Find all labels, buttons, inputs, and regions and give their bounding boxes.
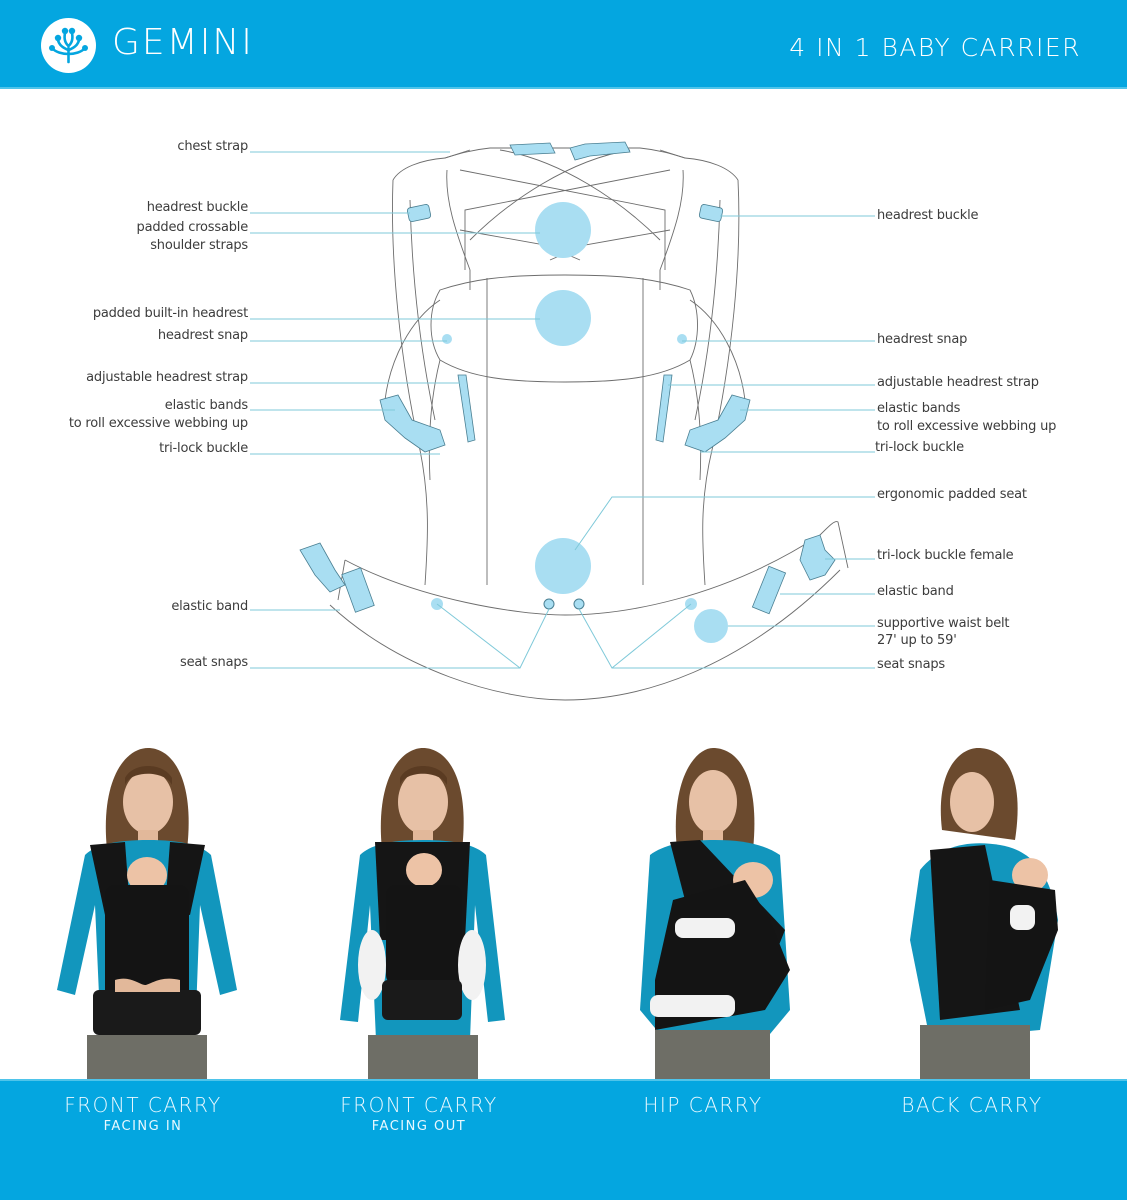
label-roll-webbing-right: to roll excessive webbing up: [877, 419, 1057, 434]
mode-title: FRONT CARRY: [340, 1093, 498, 1117]
mode-subtitle: FACING OUT: [371, 1119, 467, 1134]
mode-subtitle: FACING IN: [103, 1119, 183, 1134]
label-headrest-buckle-right: headrest buckle: [877, 208, 979, 223]
label-elastic-bands-left: elastic bands: [164, 398, 248, 413]
label-headrest-snap-right: headrest snap: [877, 332, 968, 347]
label-padded-crossable: padded crossable: [136, 220, 249, 235]
label-padded-headrest: padded built-in headrest: [92, 306, 248, 321]
mode-front-carry-facing-out: FRONT CARRY FACING OUT: [279, 1093, 559, 1134]
mode-title: BACK CARRY: [901, 1093, 1043, 1117]
mode-hip-carry: HIP CARRY: [563, 1093, 843, 1119]
mode-title: HIP CARRY: [643, 1093, 763, 1117]
carrier-line-drawing: [250, 141, 875, 701]
carrier-diagram: chest strap headrest buckle padded cross…: [0, 91, 1127, 731]
label-chest-strap: chest strap: [177, 139, 248, 154]
photo-hip-carry: [615, 740, 815, 1080]
carry-mode-photos: [0, 740, 1127, 1080]
label-elastic-band-right: elastic band: [877, 584, 954, 599]
gemini-logo: [41, 18, 96, 73]
label-headrest-buckle-left: headrest buckle: [146, 200, 248, 215]
product-subtitle: 4 IN 1 BABY CARRIER: [789, 33, 1081, 62]
label-elastic-bands-right: elastic bands: [877, 401, 961, 416]
header-banner: GEMINI 4 IN 1 BABY CARRIER: [0, 0, 1127, 89]
mode-back-carry: BACK CARRY: [832, 1093, 1112, 1119]
photo-front-carry-facing-in: [45, 740, 245, 1080]
label-seat-snaps-right: seat snaps: [877, 657, 945, 672]
label-tri-lock-buckle-right: tri-lock buckle: [875, 440, 964, 455]
label-adjustable-headrest-strap-right: adjustable headrest strap: [877, 375, 1039, 390]
label-headrest-snap-left: headrest snap: [157, 328, 248, 343]
photo-front-carry-facing-out: [320, 740, 520, 1080]
label-tri-lock-buckle-female: tri-lock buckle female: [877, 548, 1014, 563]
label-seat-snaps-left: seat snaps: [180, 655, 248, 670]
brand-name: GEMINI: [112, 22, 254, 63]
mode-title: FRONT CARRY: [64, 1093, 222, 1117]
label-supportive-waist-belt: supportive waist belt: [877, 616, 1010, 631]
label-waist-belt-size: 27' up to 59': [877, 633, 957, 648]
label-adjustable-headrest-strap-left: adjustable headrest strap: [86, 370, 248, 385]
label-elastic-band-left: elastic band: [171, 599, 248, 614]
photo-back-carry: [890, 740, 1090, 1080]
label-roll-webbing-left: to roll excessive webbing up: [68, 416, 248, 431]
label-shoulder-straps: shoulder straps: [150, 238, 248, 253]
label-ergonomic-padded-seat: ergonomic padded seat: [877, 487, 1027, 502]
label-tri-lock-buckle-left: tri-lock buckle: [159, 441, 248, 456]
carry-modes-footer: FRONT CARRY FACING IN FRONT CARRY FACING…: [0, 1079, 1127, 1200]
peacock-tree-logo-icon: [49, 27, 88, 64]
mode-front-carry-facing-in: FRONT CARRY FACING IN: [3, 1093, 283, 1134]
